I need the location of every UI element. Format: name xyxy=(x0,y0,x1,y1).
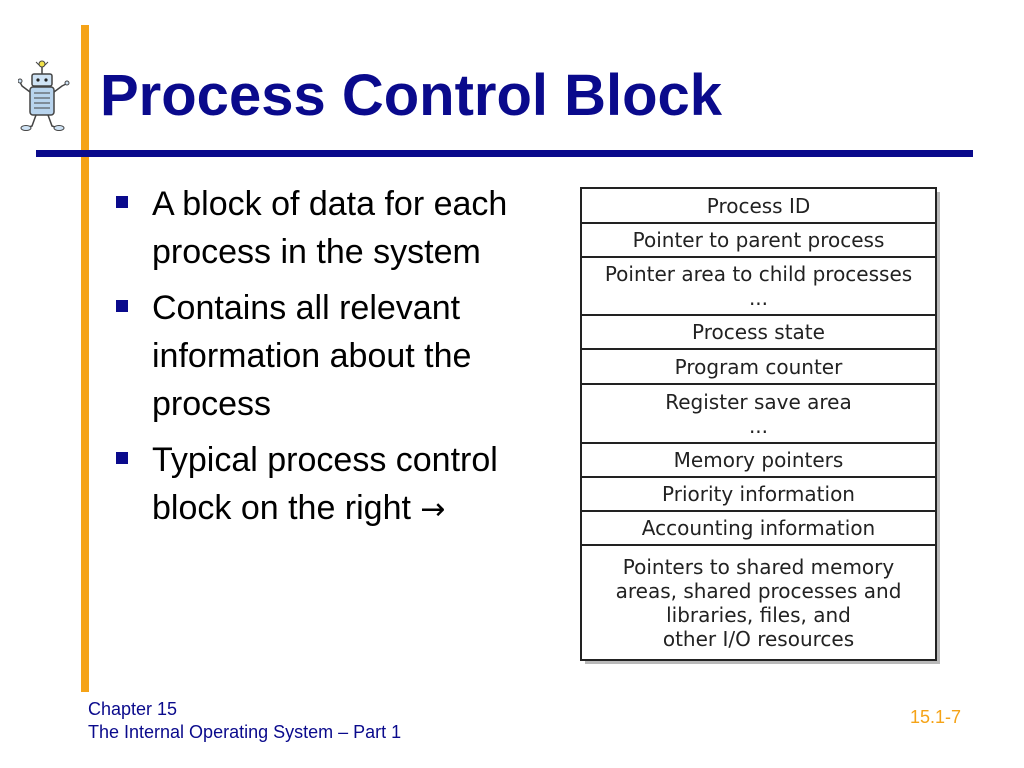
slide-title: Process Control Block xyxy=(100,63,723,128)
pcb-row-label: Pointer area to child processes xyxy=(604,262,913,286)
pcb-row-ellipsis: ... xyxy=(748,286,769,310)
pcb-row-label: Program counter xyxy=(674,354,843,379)
pcb-row-label: areas, shared processes and xyxy=(615,578,902,603)
pcb-row-child-pointer-area: Pointer area to child processes ... xyxy=(582,258,935,316)
pcb-row-label: libraries, files, and xyxy=(666,602,851,627)
pcb-row-label: Pointers to shared memory xyxy=(622,554,895,579)
pcb-row-label: Process state xyxy=(692,320,825,344)
pcb-row-label: Process ID xyxy=(706,193,811,218)
bullet-text: Typical process control block on the rig… xyxy=(152,441,498,527)
square-bullet-icon xyxy=(116,196,128,208)
bullet-item: A block of data for each process in the … xyxy=(112,180,542,276)
slide-page-number: 15.1-7 xyxy=(909,707,961,727)
square-bullet-icon xyxy=(116,300,128,312)
bullet-text: Contains all relevant information about … xyxy=(152,289,472,423)
footer-chapter: Chapter 15 The Internal Operating System… xyxy=(88,698,401,744)
bullet-text: A block of data for each process in the … xyxy=(152,185,508,271)
pcb-row-label: Priority information xyxy=(662,482,855,506)
footer-chapter-number: Chapter 15 xyxy=(88,699,178,719)
title-underline-rule xyxy=(36,150,973,157)
pcb-row-label: Pointer to parent process xyxy=(632,228,885,252)
accent-bar-vertical xyxy=(81,25,89,692)
pcb-row-priority-information: Priority information xyxy=(582,478,935,512)
robot-figure-icon xyxy=(18,60,70,131)
pcb-row-memory-pointers: Memory pointers xyxy=(582,444,935,478)
process-control-block-diagram: Process ID Pointer to parent process Poi… xyxy=(580,187,937,661)
right-arrow-icon: → xyxy=(420,492,446,527)
pcb-row-ellipsis: ... xyxy=(748,413,769,438)
pcb-row-label: Register save area xyxy=(665,389,852,414)
bullet-item: Typical process control block on the rig… xyxy=(112,436,542,534)
pcb-row-register-save-area: Register save area ... xyxy=(582,385,935,444)
pcb-row-process-state: Process state xyxy=(582,316,935,350)
pcb-row-accounting-information: Accounting information xyxy=(582,512,935,546)
pcb-row-parent-pointer: Pointer to parent process xyxy=(582,224,935,258)
pcb-row-label: Accounting information xyxy=(641,516,876,540)
bullet-list: A block of data for each process in the … xyxy=(112,180,542,542)
footer-chapter-title: The Internal Operating System – Part 1 xyxy=(88,722,402,742)
pcb-row-label: Memory pointers xyxy=(673,448,844,472)
bullet-item: Contains all relevant information about … xyxy=(112,284,542,428)
pcb-row-label: other I/O resources xyxy=(662,626,855,651)
square-bullet-icon xyxy=(116,452,128,464)
pcb-row-shared-resources: Pointers to shared memory areas, shared … xyxy=(582,546,935,659)
pcb-row-program-counter: Program counter xyxy=(582,350,935,385)
pcb-row-process-id: Process ID xyxy=(582,189,935,224)
